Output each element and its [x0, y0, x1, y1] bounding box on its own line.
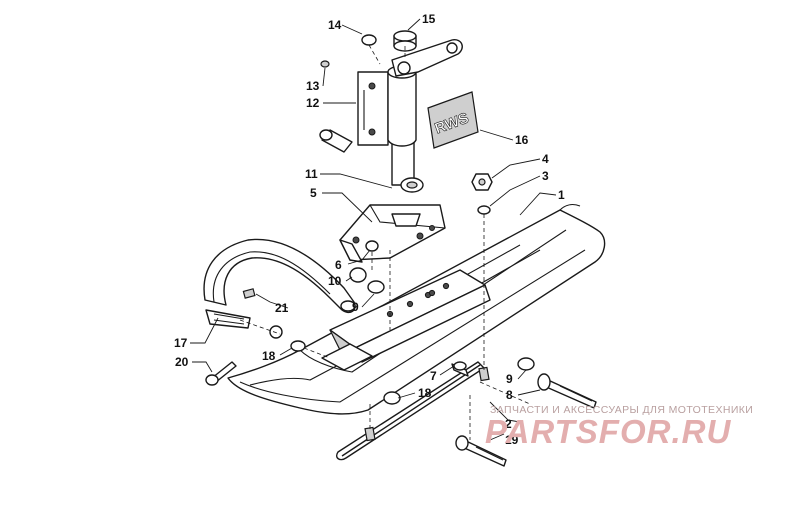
washer-9-lower [517, 357, 535, 371]
callout-18-left: 18 [262, 349, 276, 363]
callout-11: 11 [305, 167, 318, 181]
washer-3 [477, 205, 491, 215]
callout-7: 7 [430, 369, 437, 383]
steering-arm [391, 39, 463, 77]
callout-18-lower: 18 [418, 386, 432, 400]
bushing-11 [319, 129, 353, 153]
grease-fitting [320, 60, 330, 68]
bolt-8 [537, 373, 597, 409]
callout-9-lower: 9 [506, 372, 513, 386]
callout-8: 8 [506, 388, 513, 402]
callout-20: 20 [175, 355, 189, 369]
callout-15: 15 [422, 12, 436, 26]
spindle-cap [393, 30, 417, 52]
washer-14 [361, 34, 377, 46]
callout-5: 5 [310, 186, 317, 200]
callout-19: 19 [505, 433, 519, 447]
callout-1: 1 [558, 188, 565, 202]
callout-10: 10 [328, 274, 342, 288]
nut-4 [471, 173, 493, 191]
ski-mount-rail [321, 269, 491, 371]
callout-labels: 1 2 3 4 5 6 7 8 9 9 10 11 12 13 14 15 16… [174, 12, 565, 447]
callout-3: 3 [542, 169, 549, 183]
assembly-lines [239, 44, 531, 440]
washer-18-left [290, 340, 306, 352]
callout-4: 4 [542, 152, 549, 166]
spindle-arm [357, 65, 417, 147]
washer-18-lower [383, 391, 401, 405]
ski-loop-handle [203, 238, 356, 329]
washer-9-upper [367, 280, 385, 294]
leader-lines [190, 18, 557, 441]
watermark-logo: PARTSFOR.RU [485, 413, 732, 450]
callout-17: 17 [174, 336, 188, 350]
callout-14: 14 [328, 18, 342, 32]
bolt-20 [205, 361, 237, 386]
bushing-10 [349, 267, 367, 283]
clip-21 [242, 288, 256, 299]
wear-bar-runner [336, 361, 490, 461]
callout-12: 12 [306, 96, 320, 110]
bushing-18-left [269, 325, 283, 339]
callout-2: 2 [505, 417, 512, 431]
callout-13: 13 [306, 79, 320, 93]
watermark-caption: ЗАПЧАСТИ И АКСЕССУАРЫ ДЛЯ МОТОТЕХНИКИ [490, 404, 754, 416]
spindle-housing [339, 204, 446, 263]
spacer-6 [365, 240, 379, 252]
bolt-19 [455, 435, 507, 467]
callout-16: 16 [515, 133, 529, 147]
callout-21: 21 [275, 301, 289, 315]
callout-9-upper: 9 [352, 300, 359, 314]
bolt-7 [451, 361, 469, 377]
spindle-shaft [391, 139, 424, 193]
callout-6: 6 [335, 258, 342, 272]
rws-plate: RWS [427, 91, 479, 149]
